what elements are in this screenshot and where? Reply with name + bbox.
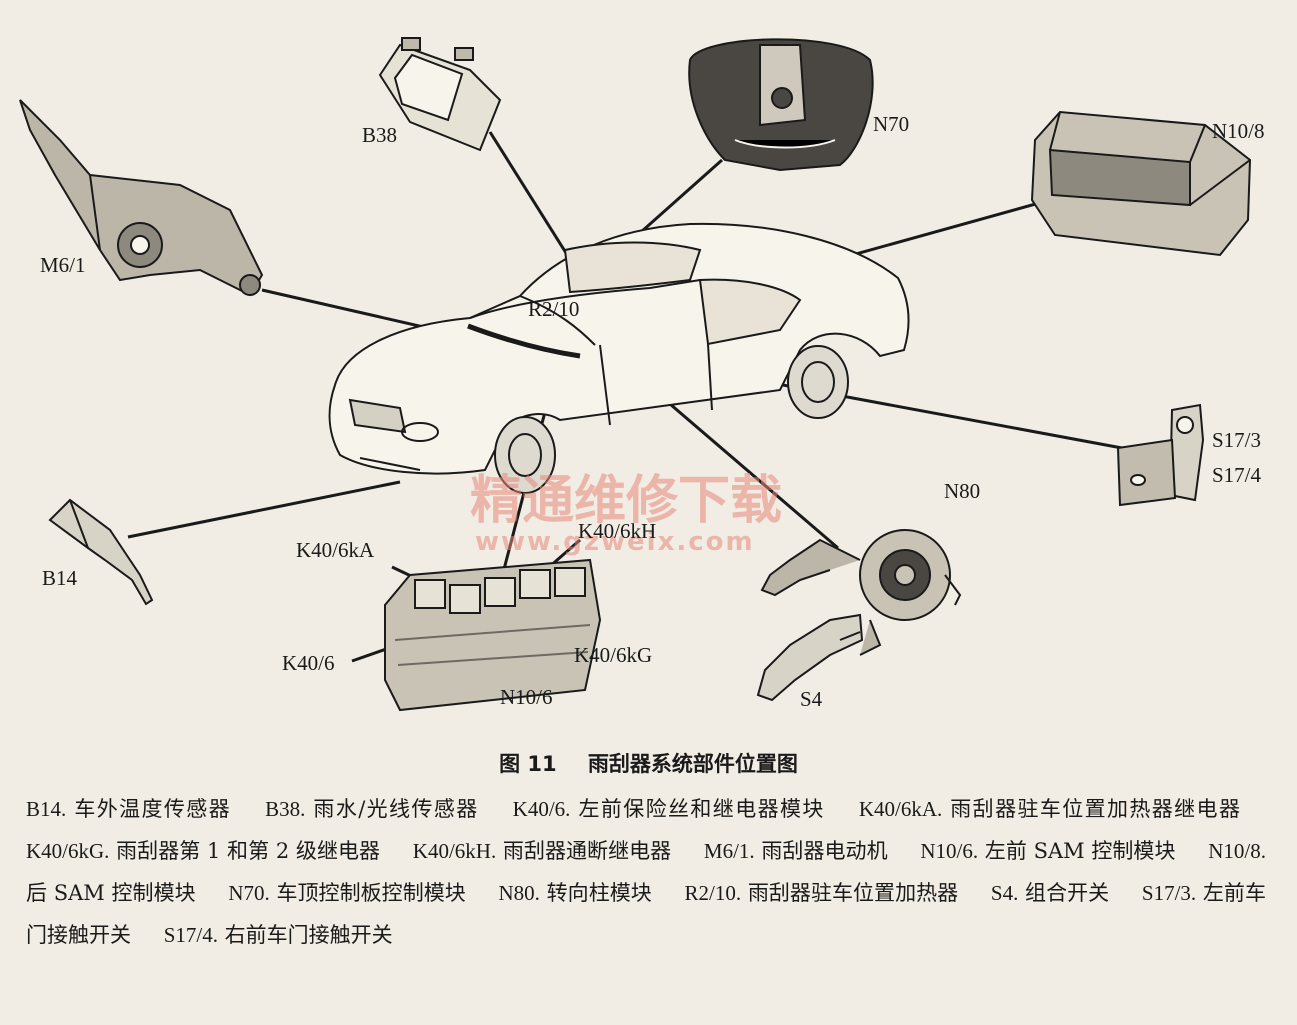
legend-item: B14. 车外温度传感器 xyxy=(26,797,231,821)
legend-description: 转向柱模块 xyxy=(539,881,652,905)
legend-description: 左前车门接触开关 xyxy=(26,881,1266,947)
legend-code: N10/6. xyxy=(920,839,979,863)
legend-code: K40/6. xyxy=(512,797,571,821)
legend-item: K40/6. 左前保险丝和继电器模块 xyxy=(513,797,825,821)
watermark-url: www.gzweix.com xyxy=(475,527,755,557)
watermark-text: 精通维修下载 xyxy=(470,471,782,531)
n10-8-module-illustration xyxy=(1030,110,1252,257)
legend-item: M6/1. 雨刮器电动机 xyxy=(704,839,888,863)
figure-caption: 图 11 雨刮器系统部件位置图 xyxy=(0,748,1297,778)
legend-description: 左前保险丝和继电器模块 xyxy=(570,797,825,821)
label-s4: S4 xyxy=(800,687,823,711)
legend-code: N10/8. xyxy=(1208,839,1266,863)
legend-code: K40/6kA. xyxy=(858,797,943,821)
legend-item: R2/10. 雨刮器驻车位置加热器 xyxy=(685,881,959,905)
legend-item: K40/6kH. 雨刮器通断继电器 xyxy=(413,839,671,863)
component-location-diagram: 精通维修下载 www.gzweix.com B38 N70 N10/8 M6/1… xyxy=(19,37,1265,712)
legend-item: N10/6. 左前 SAM 控制模块 xyxy=(920,839,1175,863)
legend-description: 左前 SAM 控制模块 xyxy=(978,839,1176,863)
legend-code: B14. xyxy=(26,797,67,821)
legend-item: K40/6kG. 雨刮器第 1 和第 2 级继电器 xyxy=(26,839,380,863)
legend-description: 组合开关 xyxy=(1018,881,1110,905)
figure-number: 图 11 xyxy=(499,752,557,776)
legend-description: 雨刮器第 1 和第 2 级继电器 xyxy=(109,839,381,863)
label-s17-4: S17/4 xyxy=(1212,463,1262,487)
b38-sensor-illustration xyxy=(378,37,502,152)
legend-code: K40/6kG. xyxy=(26,839,110,863)
legend-text: B14. 车外温度传感器 B38. 雨水/光线传感器 K40/6. 左前保险丝和… xyxy=(26,788,1266,956)
legend-item: N70. 车顶控制板控制模块 xyxy=(228,881,465,905)
label-m6-1: M6/1 xyxy=(40,253,86,277)
label-k40-6kg: K40/6kG xyxy=(574,643,652,667)
legend-description: 雨刮器电动机 xyxy=(754,839,888,863)
legend-description: 后 SAM 控制模块 xyxy=(26,881,196,905)
label-k40-6: K40/6 xyxy=(282,651,335,675)
legend-code: B38. xyxy=(265,797,306,821)
label-k40-6ka: K40/6kA xyxy=(296,538,375,562)
legend-description: 雨刮器通断继电器 xyxy=(496,839,672,863)
legend-code: S4. xyxy=(990,881,1019,905)
legend-item: B38. 雨水/光线传感器 xyxy=(265,797,479,821)
label-b38: B38 xyxy=(362,123,397,147)
label-s17-3: S17/3 xyxy=(1212,428,1261,452)
legend-description: 右前车门接触开关 xyxy=(217,923,393,947)
legend-code: N80. xyxy=(498,881,540,905)
label-n70: N70 xyxy=(873,112,909,136)
leader-b14 xyxy=(127,480,401,539)
legend-item: S17/4. 右前车门接触开关 xyxy=(164,923,393,947)
label-n10-6: N10/6 xyxy=(500,685,553,709)
n80-steering-module-illustration xyxy=(760,529,962,621)
legend-code: R2/10. xyxy=(684,881,742,905)
legend-description: 车顶控制板控制模块 xyxy=(269,881,466,905)
legend-code: K40/6kH. xyxy=(412,839,497,863)
s17-door-switch-illustration xyxy=(1116,403,1205,507)
m6-1-wiper-motor-illustration xyxy=(19,99,264,297)
legend-description: 雨刮器驻车位置加热器继电器 xyxy=(942,797,1240,821)
legend-code: M6/1. xyxy=(703,839,755,863)
label-k40-6kh: K40/6kH xyxy=(578,519,656,543)
legend-code: S17/3. xyxy=(1141,881,1197,905)
legend-code: N70. xyxy=(228,881,270,905)
label-r2-10: R2/10 xyxy=(528,297,579,321)
car-illustration xyxy=(328,222,910,494)
legend-item: S4. 组合开关 xyxy=(991,881,1109,905)
legend-item: K40/6kA. 雨刮器驻车位置加热器继电器 xyxy=(859,797,1240,821)
figure-title: 雨刮器系统部件位置图 xyxy=(587,752,798,776)
legend-description: 车外温度传感器 xyxy=(66,797,232,821)
label-n10-8: N10/8 xyxy=(1212,119,1265,143)
n10-6-module-illustration xyxy=(384,558,602,712)
b14-temp-sensor-illustration xyxy=(48,498,154,606)
label-n80: N80 xyxy=(944,479,980,503)
leader-b38 xyxy=(488,131,580,273)
legend-item: N10/8. 后 SAM 控制模块 xyxy=(26,839,1266,905)
legend-item: N80. 转向柱模块 xyxy=(499,881,652,905)
legend-description: 雨刮器驻车位置加热器 xyxy=(741,881,959,905)
s4-combination-switch-illustration xyxy=(756,613,882,702)
n70-overhead-panel-illustration xyxy=(688,38,874,172)
legend-item: S17/3. 左前车门接触开关 xyxy=(26,881,1266,947)
legend-code: S17/4. xyxy=(163,923,218,947)
label-b14: B14 xyxy=(42,566,78,590)
legend-description: 雨水/光线传感器 xyxy=(305,797,479,821)
